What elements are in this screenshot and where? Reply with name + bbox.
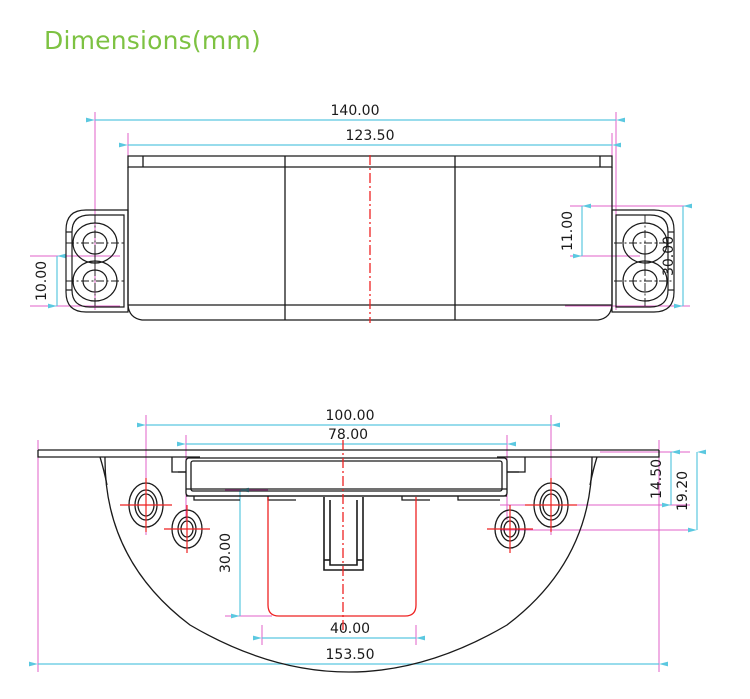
side-view-left-hole-large-crosshair (120, 478, 172, 532)
dimension-78: 78.00 (177, 427, 516, 447)
dimension-10-label: 10.00 (34, 261, 50, 301)
front-view-left-bracket-centerlines (66, 215, 126, 308)
page-title: Dimensions(mm) (44, 26, 261, 55)
dimension-40-label: 40.00 (330, 621, 370, 637)
front-view-left-bracket (65, 209, 129, 313)
side-view-right-hole-small-crosshair (487, 505, 533, 553)
dimension-14-50-label: 14.50 (649, 459, 665, 499)
dimension-14-50: 14.50 (649, 449, 680, 508)
dimension-30-side-label: 30.00 (218, 533, 234, 573)
dimension-19-20: 19.20 (675, 449, 706, 533)
dimension-123-50-label: 123.50 (346, 128, 395, 144)
front-view: 140.00 123.50 10.00 11.00 30.00 (30, 103, 692, 323)
dimension-40: 40.00 (253, 621, 425, 641)
dimension-19-20-label: 19.20 (675, 471, 691, 511)
front-view-right-bracket-centerlines (614, 215, 674, 308)
dimension-30-front-label: 30.00 (661, 236, 677, 276)
side-view-left-hole-small-crosshair (164, 505, 210, 553)
dimension-100: 100.00 (137, 408, 560, 428)
dimension-10: 10.00 (34, 253, 66, 309)
dimension-11: 11.00 (560, 203, 591, 259)
side-view: 100.00 78.00 30.00 40.00 14.50 19.20 (29, 408, 706, 673)
dimension-11-label: 11.00 (560, 211, 576, 251)
side-view-right-hole-large-crosshair (525, 478, 577, 532)
dimension-140-label: 140.00 (331, 103, 380, 119)
dimension-100-label: 100.00 (326, 408, 375, 424)
dimension-78-label: 78.00 (328, 427, 368, 443)
side-view-center-plate (171, 457, 526, 501)
dimension-153-50: 153.50 (29, 647, 668, 667)
dimension-123-50: 123.50 (119, 128, 621, 148)
dimension-140: 140.00 (86, 103, 625, 123)
dimension-153-50-label: 153.50 (326, 647, 375, 663)
dimension-30-side: 30.00 (218, 487, 249, 619)
side-view-body (37, 449, 660, 673)
side-view-red-envelope (267, 497, 417, 617)
dimension-30-front: 30.00 (661, 203, 692, 309)
